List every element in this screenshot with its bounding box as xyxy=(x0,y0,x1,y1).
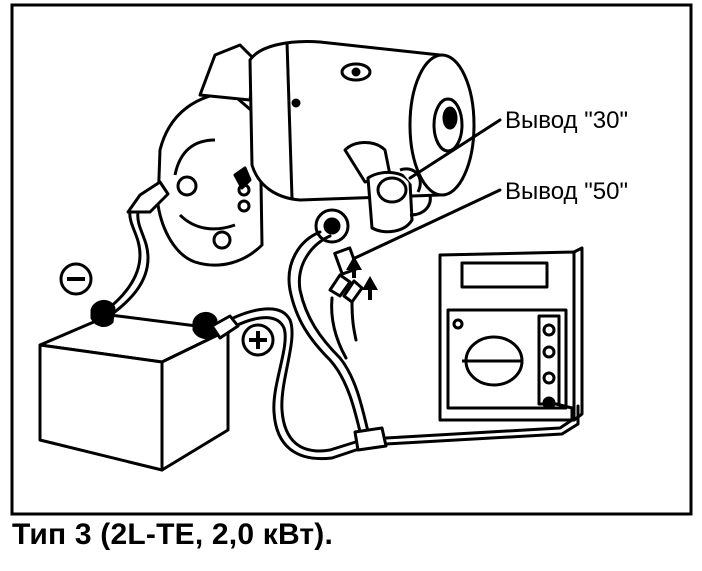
battery-icon xyxy=(38,300,230,472)
terminal-50-label: Вывод "50" xyxy=(505,178,628,205)
figure-frame xyxy=(10,3,693,516)
figure-caption: Тип 3 (2L-TE, 2,0 кВт). xyxy=(12,518,334,551)
starter-motor-icon xyxy=(156,40,476,276)
arrow-icon xyxy=(346,256,378,300)
minus-sign-icon xyxy=(59,262,93,296)
voltmeter-icon xyxy=(438,246,584,422)
plus-sign-icon xyxy=(241,323,275,357)
callout-leaders xyxy=(353,118,502,260)
test-leads xyxy=(102,180,580,461)
terminal-30-label: Вывод "30" xyxy=(505,107,628,134)
